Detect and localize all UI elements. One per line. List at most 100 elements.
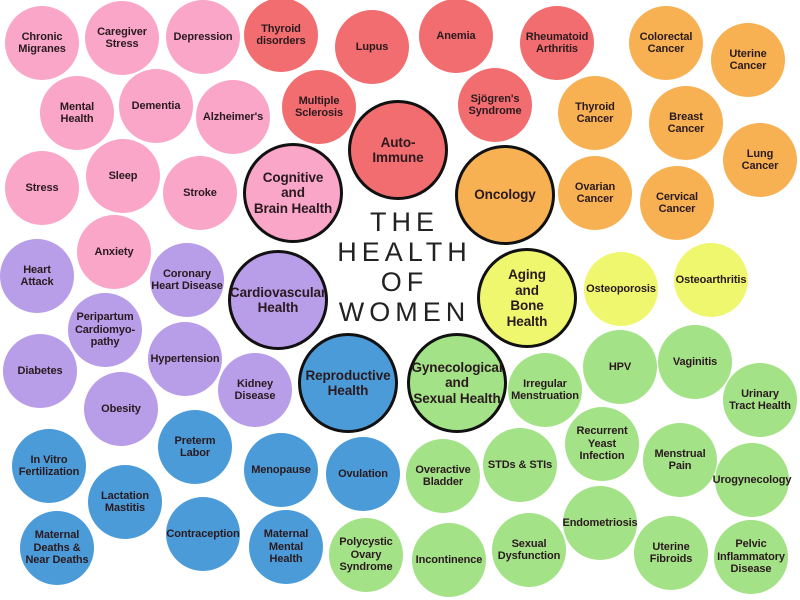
topic-label: Coronary Heart Disease [151, 267, 223, 293]
topic-bubble-thyroid-disorders: Thyroid disorders [244, 0, 318, 72]
topic-bubble-multiple-sclerosis: Multiple Sclerosis [282, 70, 356, 144]
title-line: THE [370, 207, 439, 237]
topic-bubble-breast-cancer: Breast Cancer [649, 86, 723, 160]
topic-bubble-incontinence: Incontinence [412, 523, 486, 597]
topic-label: In Vitro Fertilization [18, 453, 80, 479]
topic-bubble-stroke: Stroke [163, 156, 237, 230]
topic-label: Anemia [436, 29, 476, 42]
topic-label: Dementia [131, 99, 181, 112]
topic-bubble-hpv: HPV [583, 330, 657, 404]
topic-label: Pelvic Inflammatory Disease [717, 538, 785, 576]
topic-bubble-menopause: Menopause [244, 433, 318, 507]
topic-bubble-endometriosis: Endometriosis [562, 486, 638, 560]
category-label: Oncology [474, 187, 536, 203]
topic-bubble-overactive-bladder: Overactive Bladder [406, 439, 480, 513]
topic-label: Uterine Fibroids [649, 540, 693, 566]
topic-bubble-chronic-migranes: Chronic Migranes [5, 6, 79, 80]
category-label: Gynecological and Sexual Health [411, 359, 503, 406]
topic-label: STDs & STIs [487, 458, 553, 471]
topic-label: Diabetes [17, 364, 63, 377]
topic-label: Sexual Dysfunction [497, 537, 561, 563]
topic-bubble-obesity: Obesity [84, 372, 158, 446]
topic-bubble-cervical-cancer: Cervical Cancer [640, 166, 714, 240]
topic-label: Lung Cancer [741, 147, 779, 173]
topic-bubble-alzheimer-s: Alzheimer's [196, 80, 270, 154]
topic-label: Lactation Mastitis [101, 489, 149, 515]
topic-bubble-ovulation: Ovulation [326, 437, 400, 511]
topic-label: Anxiety [94, 245, 134, 258]
topic-bubble-irregular-menstruation: Irregular Menstruation [508, 353, 582, 427]
topic-label: Vaginitis [672, 355, 718, 368]
topic-bubble-urinary-tract-health: Urinary Tract Health [723, 363, 797, 437]
topic-label: Rheumatoid Arthritis [525, 30, 589, 56]
category-label: Auto- Immune [372, 134, 424, 166]
topic-bubble-kidney-disease: Kidney Disease [218, 353, 292, 427]
topic-bubble-mental-health: Mental Health [40, 76, 114, 150]
topic-label: Osteoporosis [586, 282, 656, 295]
topic-bubble-lung-cancer: Lung Cancer [723, 123, 797, 197]
topic-label: Maternal Deaths & Near Deaths [25, 529, 89, 567]
topic-bubble-pelvic-inflammatory-disease: Pelvic Inflammatory Disease [714, 520, 788, 594]
topic-bubble-urogynecology: Urogynecology [712, 443, 792, 517]
topic-label: Depression [173, 30, 233, 43]
topic-label: Endometriosis [562, 516, 638, 529]
category-label: Cardiovascular Health [229, 284, 327, 316]
topic-label: Thyroid Cancer [575, 100, 615, 126]
category-label: Cognitive and Brain Health [253, 169, 333, 216]
topic-label: Preterm Labor [174, 434, 216, 460]
topic-bubble-osteoarthritis: Osteoarthritis [674, 243, 748, 317]
topic-label: Ovarian Cancer [574, 180, 616, 206]
topic-bubble-hypertension: Hypertension [148, 322, 222, 396]
topic-bubble-anxiety: Anxiety [77, 215, 151, 289]
topic-label: Incontinence [415, 553, 483, 566]
title-line: WOMEN [338, 297, 471, 327]
topic-bubble-thyroid-cancer: Thyroid Cancer [558, 76, 632, 150]
topic-label: Stress [25, 181, 59, 194]
category-hub-cognitive-and-brain-health: Cognitive and Brain Health [243, 143, 343, 243]
topic-label: Menopause [251, 463, 311, 476]
topic-label: Uterine Cancer [729, 47, 767, 73]
topic-label: Hypertension [150, 352, 220, 365]
topic-label: Lupus [355, 40, 389, 53]
category-hub-oncology: Oncology [455, 145, 555, 245]
topic-bubble-depression: Depression [166, 0, 240, 74]
topic-label: Mental Health [59, 100, 95, 126]
topic-bubble-colorectal-cancer: Colorectal Cancer [629, 6, 703, 80]
topic-label: Sjögren's Syndrome [468, 92, 522, 118]
topic-bubble-osteoporosis: Osteoporosis [584, 252, 658, 326]
topic-label: Polycystic Ovary Syndrome [339, 536, 393, 574]
topic-bubble-lactation-mastitis: Lactation Mastitis [88, 465, 162, 539]
category-label: Aging and Bone Health [506, 267, 548, 329]
topic-label: Urogynecology [712, 473, 792, 486]
topic-label: Multiple Sclerosis [294, 94, 344, 120]
topic-label: Breast Cancer [667, 110, 705, 136]
topic-label: Urinary Tract Health [729, 387, 791, 413]
topic-label: Contraception [166, 527, 240, 540]
topic-label: Sleep [108, 169, 138, 182]
topic-bubble-maternal-mental-health: Maternal Mental Health [249, 510, 323, 584]
topic-label: Stroke [183, 186, 217, 199]
topic-bubble-coronary-heart-disease: Coronary Heart Disease [150, 243, 224, 317]
category-hub-auto-immune: Auto- Immune [348, 100, 448, 200]
category-hub-reproductive-health: Reproductive Health [298, 333, 398, 433]
topic-bubble-uterine-fibroids: Uterine Fibroids [634, 516, 708, 590]
topic-label: HPV [608, 360, 632, 373]
topic-bubble-menstrual-pain: Menstrual Pain [643, 423, 717, 497]
topic-bubble-ovarian-cancer: Ovarian Cancer [558, 156, 632, 230]
topic-bubble-caregiver-stress: Caregiver Stress [85, 1, 159, 75]
category-hub-cardiovascular-health: Cardiovascular Health [228, 250, 328, 350]
topic-label: Irregular Menstruation [511, 377, 579, 403]
topic-bubble-anemia: Anemia [419, 0, 493, 73]
topic-bubble-heart-attack: Heart Attack [0, 239, 74, 313]
topic-bubble-maternal-deaths-near-deaths: Maternal Deaths & Near Deaths [20, 511, 94, 585]
topic-bubble-lupus: Lupus [335, 10, 409, 84]
category-label: Reproductive Health [305, 367, 391, 399]
topic-label: Recurrent Yeast Infection [576, 425, 628, 463]
topic-label: Osteoarthritis [675, 273, 747, 286]
category-hub-aging-and-bone-health: Aging and Bone Health [477, 248, 577, 348]
topic-label: Chronic Migranes [18, 30, 66, 56]
topic-bubble-sleep: Sleep [86, 139, 160, 213]
topic-label: Kidney Disease [234, 377, 276, 403]
topic-label: Peripartum Cardiomyo- pathy [74, 311, 136, 349]
